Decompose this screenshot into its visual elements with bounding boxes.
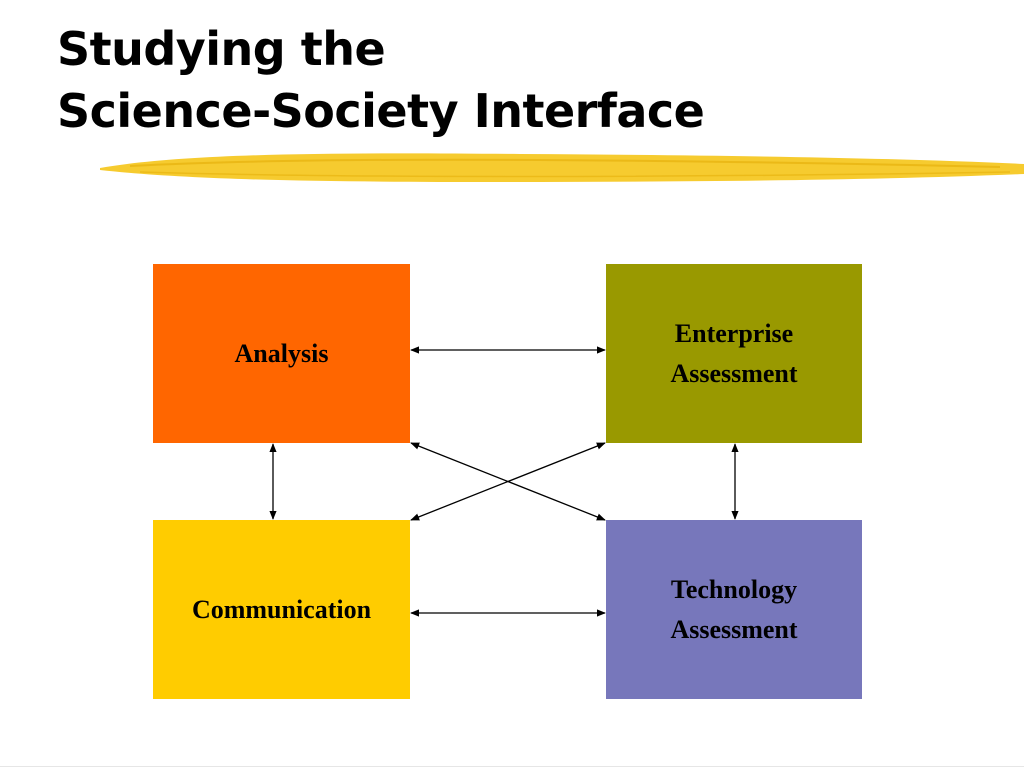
highlighter-stroke-streak-2 [139,171,1011,178]
bottom-divider [0,766,1024,767]
enterprise-assessment-label: Enterprise Assessment [670,318,798,388]
analysis-label: Analysis [234,338,329,368]
highlighter-stroke [100,153,1024,182]
arrow-enterprise-communication [410,442,606,521]
analysis-box: Analysis [153,264,410,443]
technology-assessment-box: Technology Assessment [606,520,862,699]
communication-label: Communication [191,594,372,624]
enterprise-assessment-box: Enterprise Assessment [606,264,862,443]
communication-box: Communication [153,520,410,699]
technology-assessment-label: Technology Assessment [670,574,798,644]
slide-title: Studying the Science-Society Interface [57,18,705,142]
slide-title-line-1: Studying the [57,22,386,76]
slide-title-line-2: Science-Society Interface [57,84,705,138]
highlighter-stroke-streak [129,158,1001,168]
